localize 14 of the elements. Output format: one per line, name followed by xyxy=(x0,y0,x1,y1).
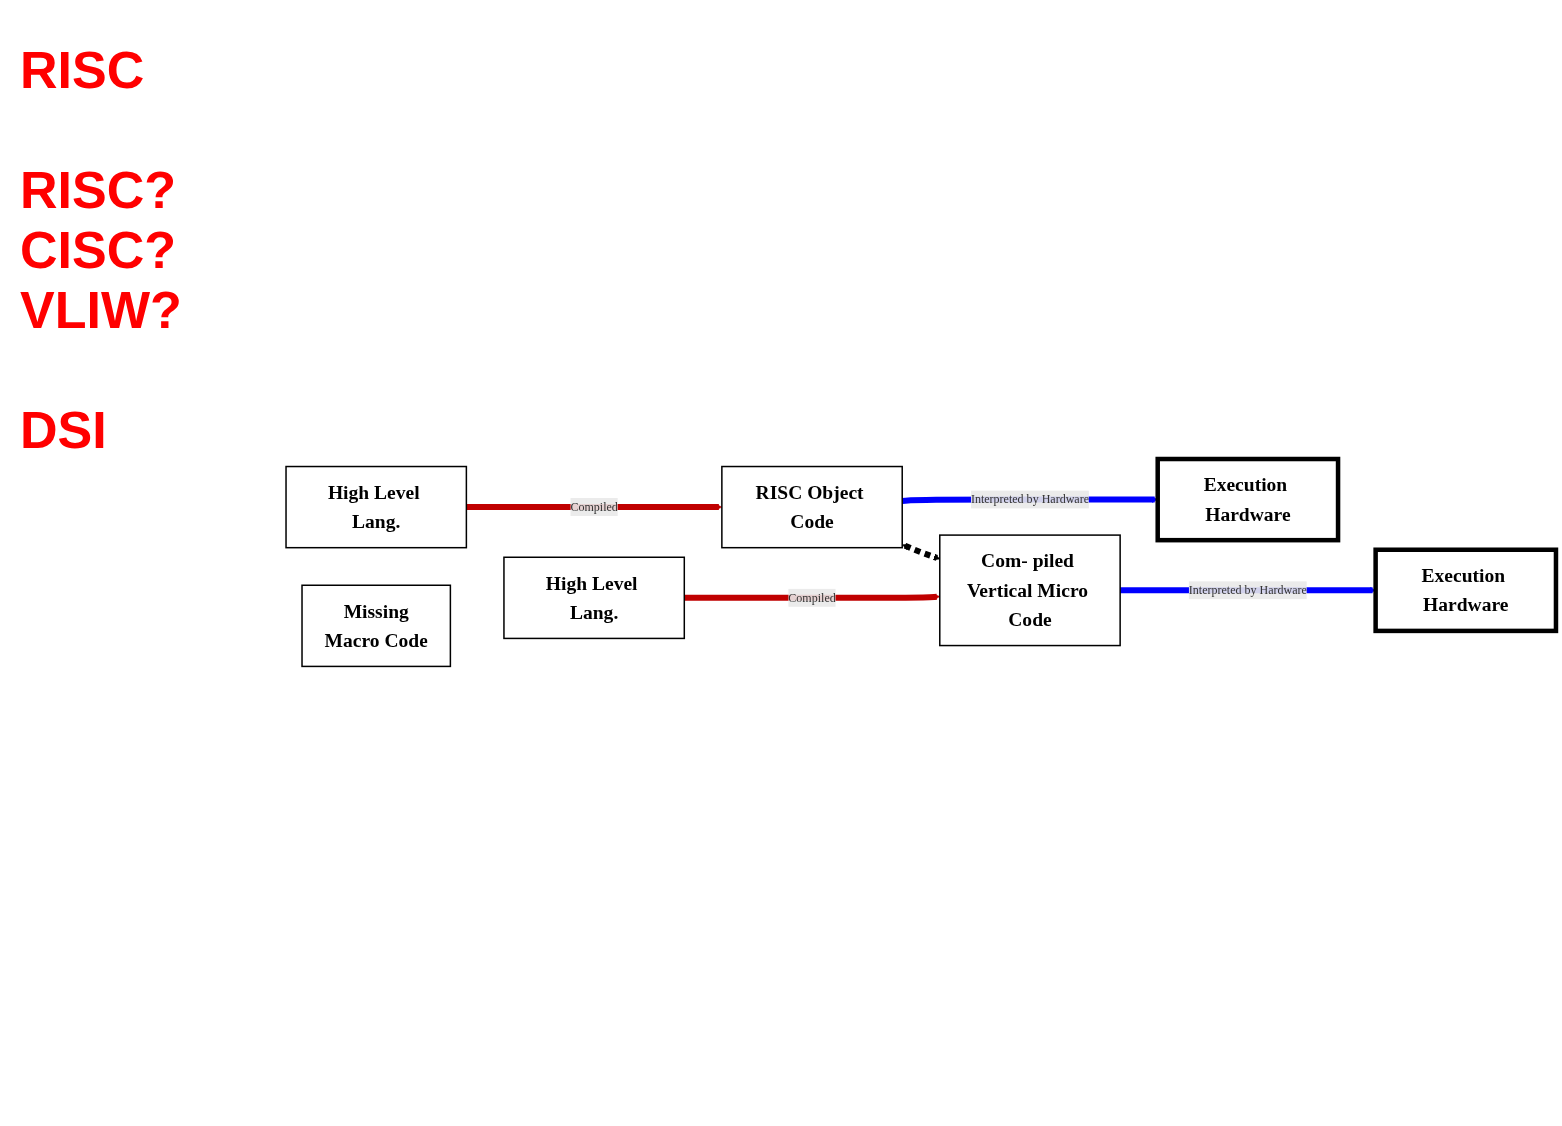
edge-label: Interpreted by Hardware xyxy=(1188,583,1307,597)
label-text: RISC xyxy=(20,40,146,100)
edge-label: Interpreted by Hardware xyxy=(970,493,1090,506)
node-box: Execution Hardware xyxy=(1155,457,1341,543)
node-box: Execution Hardware xyxy=(1373,547,1559,634)
node-box: Com- piled Vertical Micro Code xyxy=(939,534,1121,647)
node-box: RISC Object Code xyxy=(721,466,903,549)
node-box: High Level Lang. xyxy=(285,466,468,549)
node-box: Missing Macro Code xyxy=(301,584,452,668)
node-box: High Level Lang. xyxy=(503,556,686,640)
label-text: RISC? CISC? VLIW? xyxy=(20,160,183,340)
label-text: DSI xyxy=(20,400,108,460)
edge-label: Compiled xyxy=(570,500,618,514)
edge-label: Compiled xyxy=(788,591,836,605)
